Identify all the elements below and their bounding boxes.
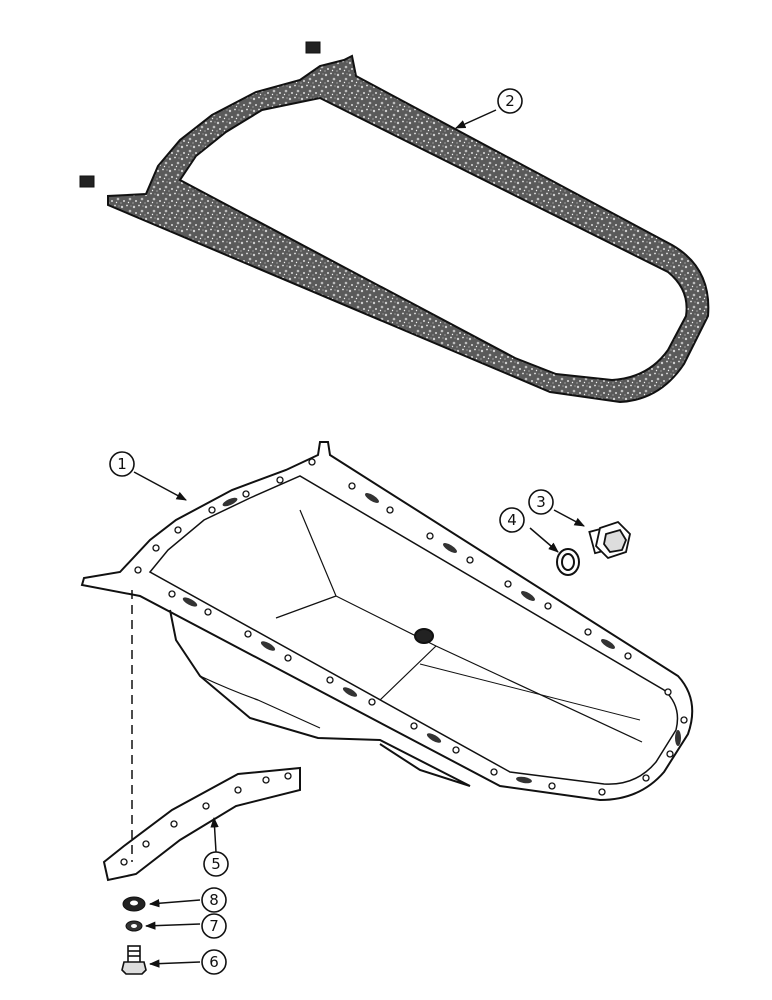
gasket-clip (305, 41, 321, 54)
callout-7: 7 (201, 913, 227, 939)
leader-1 (133, 471, 187, 501)
callout-label: 5 (211, 855, 221, 873)
gasket-clip (79, 175, 95, 188)
callout-4: 4 (499, 507, 525, 533)
callout-3: 3 (528, 489, 554, 515)
leader-8 (148, 899, 201, 908)
callout-label: 4 (507, 511, 517, 529)
leader-5 (210, 816, 219, 853)
drain-plug-washer (556, 548, 580, 576)
leader-4 (529, 527, 559, 553)
oil-pan-gasket (79, 41, 710, 404)
callout-2: 2 (497, 88, 523, 114)
callout-label: 1 (117, 455, 127, 473)
callout-label: 3 (536, 493, 546, 511)
callout-8: 8 (201, 887, 227, 913)
leader-3 (553, 509, 585, 527)
callout-6: 6 (201, 949, 227, 975)
callout-label: 2 (505, 92, 515, 110)
callout-5: 5 (203, 851, 229, 877)
bolt (121, 945, 147, 975)
drain-plug (588, 520, 631, 560)
callout-label: 8 (209, 891, 219, 909)
lock-washer (125, 920, 143, 932)
callout-1: 1 (109, 451, 135, 477)
oil-pan (80, 441, 694, 802)
callout-label: 7 (209, 917, 219, 935)
flat-washer (122, 896, 146, 912)
callout-label: 6 (209, 953, 219, 971)
support-strap (102, 766, 301, 882)
leader-2 (455, 109, 497, 129)
leader-7 (144, 921, 201, 930)
leader-6 (148, 959, 201, 968)
